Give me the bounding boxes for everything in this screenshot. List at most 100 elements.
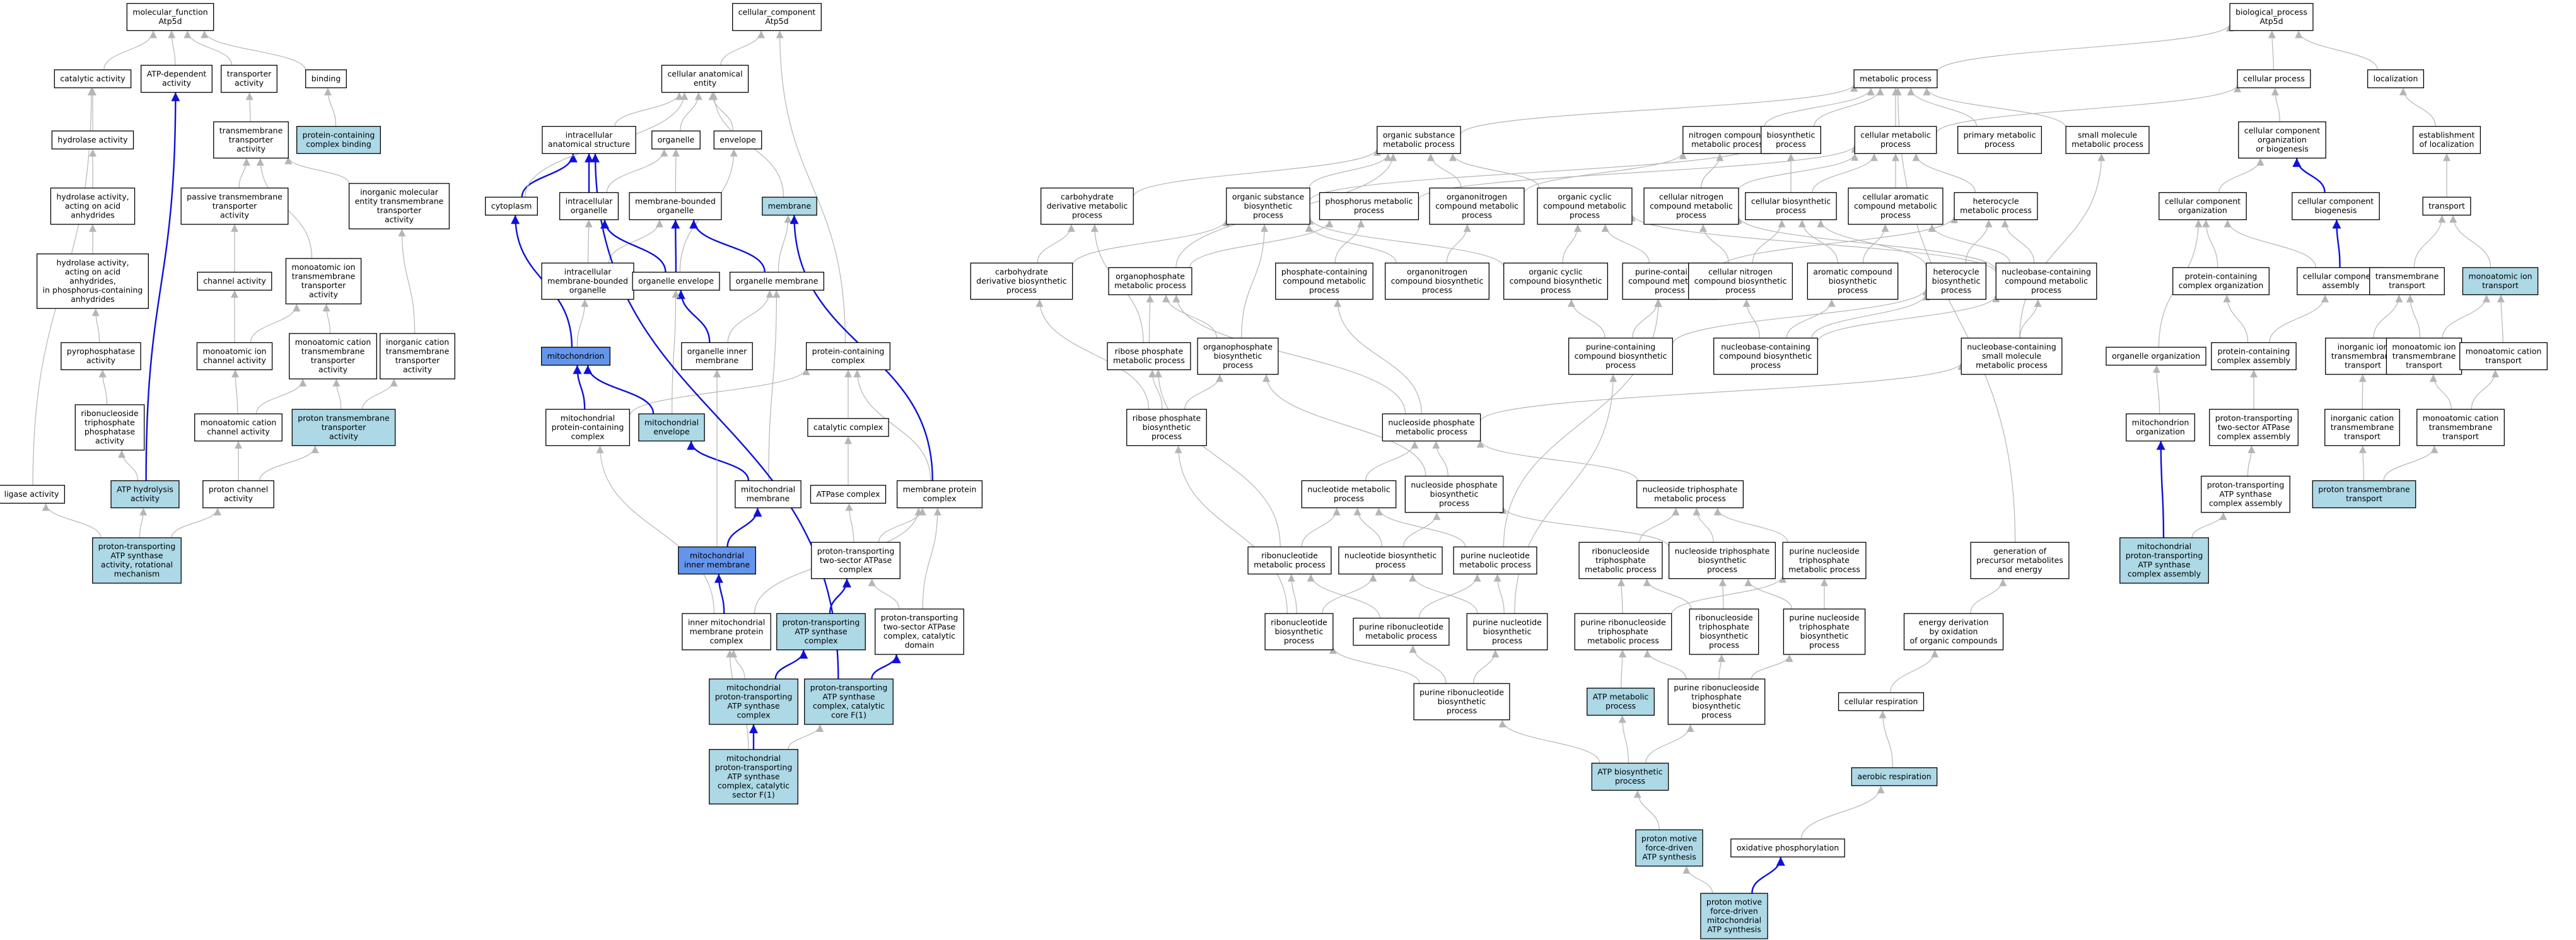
go-term-envelope[interactable]: envelope: [713, 131, 762, 149]
go-term-rntpbio[interactable]: ribonucleosidetriphosphatebiosyntheticpr…: [1689, 608, 1759, 655]
go-term-orgenv[interactable]: organelle envelope: [632, 272, 720, 291]
go-term-purrntpmet[interactable]: purine ribonucleosidetriphosphatemetabol…: [1574, 613, 1672, 651]
go-term-pmfmito[interactable]: proton motiveforce-drivenmitochondrialAT…: [1700, 893, 1768, 939]
go-term-transport[interactable]: transport: [2422, 197, 2471, 216]
go-term-nstpbio[interactable]: nucleoside triphosphatebiosyntheticproce…: [1668, 542, 1776, 579]
go-term-hydrolase[interactable]: hydrolase activity: [51, 131, 134, 149]
go-term-oxphos[interactable]: oxidative phosphorylation: [1730, 838, 1845, 857]
go-term-catcomplex[interactable]: catalytic complex: [807, 418, 889, 437]
go-term-binding[interactable]: binding: [305, 69, 347, 88]
go-term-ligase[interactable]: ligase activity: [0, 485, 66, 504]
go-term-cytoplasm[interactable]: cytoplasm: [485, 197, 538, 216]
go-term-membrane[interactable]: membrane: [762, 197, 817, 216]
go-term-mito[interactable]: mitochondrion: [541, 347, 610, 366]
go-term-aerobic[interactable]: aerobic respiration: [1851, 767, 1938, 786]
go-term-monocat_tm[interactable]: monoatomic cationtransmembranetransporte…: [289, 333, 377, 380]
go-term-organelle[interactable]: organelle: [651, 131, 701, 149]
go-term-orgmem[interactable]: organelle membrane: [729, 272, 825, 291]
go-term-catalytic[interactable]: catalytic activity: [54, 69, 132, 88]
go-term-cellproc[interactable]: cellular process: [2237, 69, 2311, 88]
go-term-orgorg[interactable]: organelle organization: [2106, 347, 2206, 366]
go-term-hydacid[interactable]: hydrolase activity,acting on acidanhydri…: [50, 187, 136, 225]
